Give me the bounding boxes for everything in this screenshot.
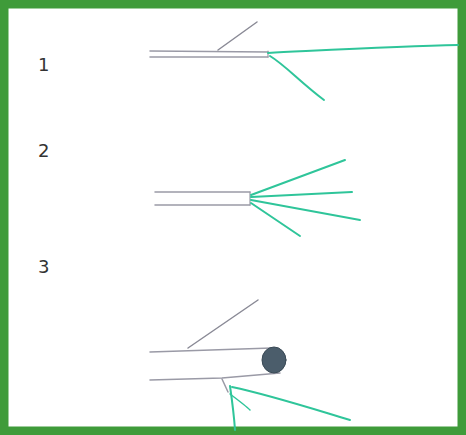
green-border xyxy=(4,4,462,431)
callout-number: 3 xyxy=(38,258,49,276)
sketch-2 xyxy=(155,160,360,236)
callout-number: 1 xyxy=(38,56,49,74)
sketch-3 xyxy=(150,300,350,430)
callout-number: 2 xyxy=(38,142,49,160)
sketch-1 xyxy=(150,22,458,100)
